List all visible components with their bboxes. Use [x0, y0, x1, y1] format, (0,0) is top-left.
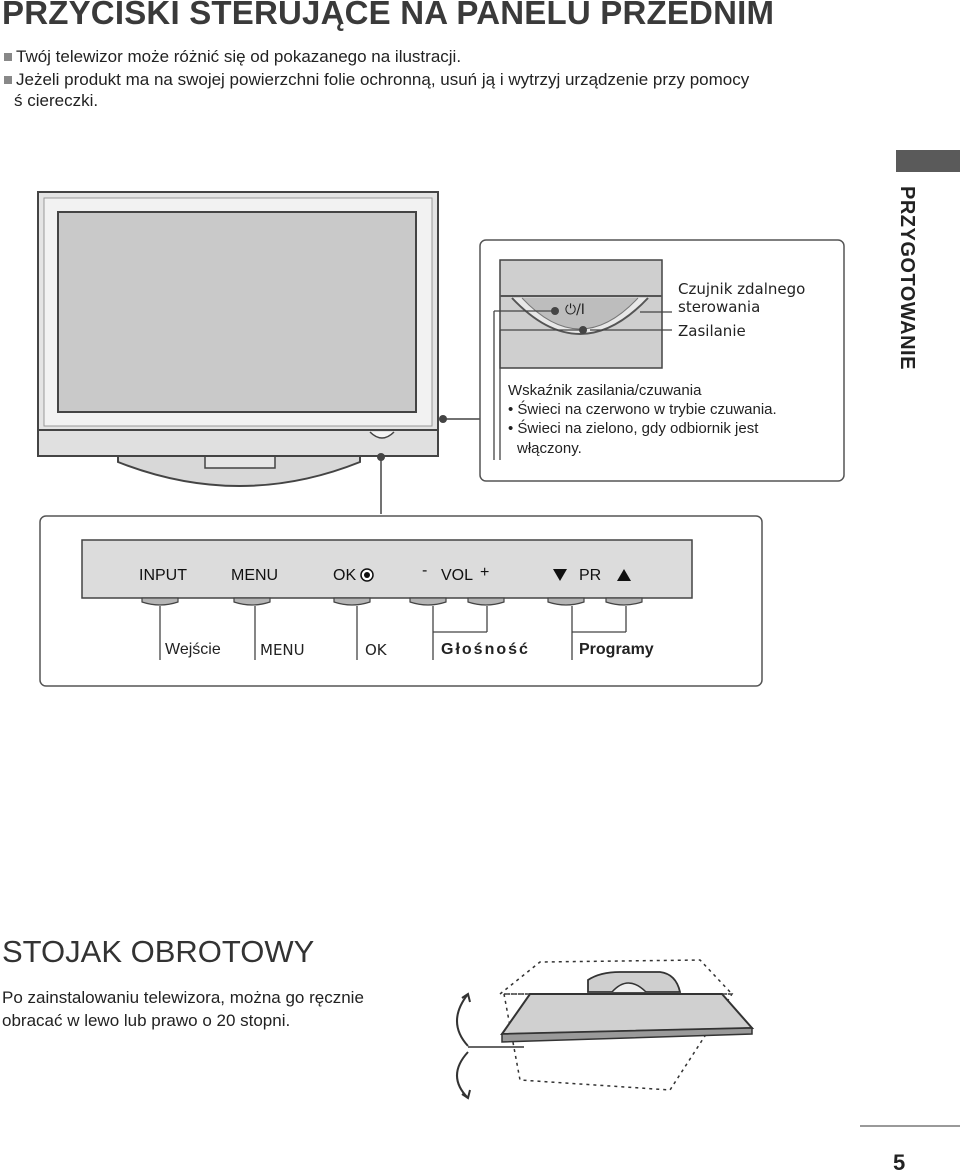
note-1: Twój telewizor może różnić się od pokaza… [4, 47, 461, 67]
pr-label: PR [579, 567, 602, 584]
button-panel-illustration [39, 515, 763, 687]
swivel-text-2: obracać w lewo lub prawo o 20 stopni. [2, 1011, 291, 1030]
ok-description: OK [365, 641, 387, 659]
vol-plus-button[interactable]: + [480, 564, 490, 581]
swivel-text-1: Po zainstalowaniu telewizora, można go r… [2, 988, 364, 1007]
menu-button[interactable]: MENU [231, 567, 279, 584]
vol-label: VOL [441, 567, 474, 584]
input-description: Wejście [165, 641, 221, 658]
ok-button[interactable]: OK [333, 567, 357, 584]
indicator-item-standby: • Świeci na czerwono w trybie czuwania. [508, 401, 777, 418]
page-title: PRZYCISKI STERUJĄCE NA PANELU PRZEDNIM [2, 0, 775, 31]
note-2-text: Jeżeli produkt ma na swojej powierzchni … [16, 70, 750, 89]
menu-description: MENU [260, 641, 305, 659]
volume-description: Głośność [441, 641, 530, 658]
swivel-stand-illustration [456, 959, 755, 1100]
input-button[interactable]: INPUT [139, 567, 187, 584]
power-label: Zasilanie [678, 322, 746, 340]
bullet-square-icon [4, 53, 12, 61]
note-1-text: Twój telewizor może różnić się od pokaza… [16, 47, 462, 66]
indicator-item-on: • Świeci na zielono, gdy odbiornik jest [508, 420, 759, 437]
indicator-item-on-cont: włączony. [517, 440, 582, 457]
pr-down-triangle-icon [553, 569, 567, 581]
remote-sensor-label-1: Czujnik zdalnego [678, 280, 806, 298]
vol-minus-button[interactable]: - [422, 562, 428, 579]
swivel-section-title: STOJAK OBROTOWY [2, 934, 315, 969]
note-2: Jeżeli produkt ma na swojej powierzchni … [4, 70, 749, 90]
programs-description: Programy [579, 641, 654, 658]
tv-illustration [37, 191, 845, 514]
footer-rule [860, 1125, 960, 1127]
section-tab-marker [896, 150, 960, 172]
indicator-title: Wskaźnik zasilania/czuwania [508, 382, 702, 399]
note-2-cont: ś ciereczki. [14, 91, 99, 110]
bullet-square-icon [4, 76, 12, 84]
power-symbol-label: ⏻/I [565, 302, 585, 318]
remote-sensor-label-2: sterowania [678, 298, 761, 316]
pr-up-triangle-icon [617, 569, 631, 581]
page-number: 5 [893, 1150, 906, 1175]
